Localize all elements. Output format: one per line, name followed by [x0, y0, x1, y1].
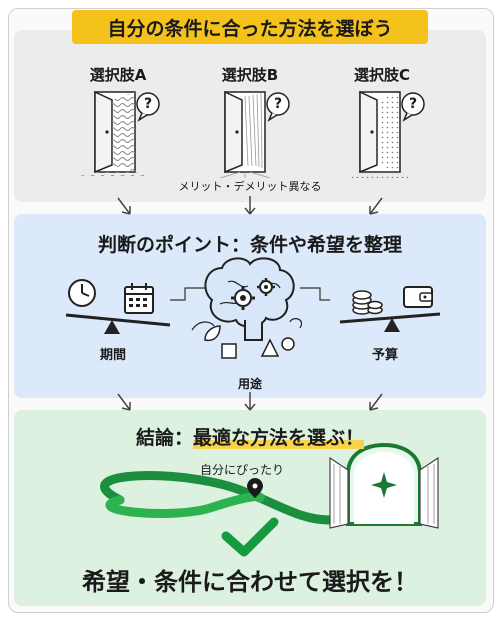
footer-message: 希望・条件に合わせて選択を！ [82, 568, 418, 596]
checkmark-icon [221, 517, 279, 557]
conclusion-heading: 結論：最適な方法を選ぶ！ [0, 423, 500, 450]
balance-scale-icon [65, 313, 171, 334]
budget-label: 予算 [372, 348, 399, 363]
door-b-icon [219, 90, 271, 180]
gear-icon [257, 278, 275, 296]
conclusion-heading-highlight: 最適な方法を選ぶ！ [193, 427, 365, 449]
pin-label: 自分にぴったり [200, 463, 285, 477]
question-bubble-icon [266, 92, 290, 122]
option-b-label: 選択肢B [221, 66, 279, 84]
wallet-icon [403, 286, 433, 308]
connector-lines [170, 287, 330, 301]
calendar-icon [124, 283, 154, 314]
option-a-label: 選択肢A [89, 66, 147, 84]
door-c-icon [348, 90, 412, 178]
clock-icon [68, 279, 96, 307]
open-door-icon [329, 442, 439, 529]
judgement-heading: 判断のポイント：条件や希望を整理 [97, 234, 402, 256]
path-loop-icon [100, 471, 351, 525]
question-mark-a: ? [143, 96, 153, 112]
arrow-down-icon [117, 392, 383, 411]
shapes-icon [191, 318, 302, 359]
page-title: 自分の条件に合った方法を選ぼう [72, 10, 428, 44]
map-pin-icon [247, 478, 263, 498]
question-mark-c: ? [408, 96, 418, 112]
arrow-down-icon [117, 196, 383, 215]
question-bubble-icon [401, 92, 425, 122]
merit-demerit-note: メリット・デメリット異なる [150, 178, 350, 194]
question-bubble-icon [136, 92, 160, 122]
conclusion-heading-prefix: 結論： [135, 427, 193, 449]
question-mark-b: ? [273, 96, 283, 112]
option-c-label: 選択肢C [353, 66, 410, 84]
gear-icon [231, 286, 255, 310]
door-a-icon [80, 90, 150, 176]
period-label: 期間 [100, 348, 127, 363]
purpose-label: 用途 [237, 377, 262, 391]
coins-icon [352, 290, 383, 315]
balance-scale-icon [339, 312, 441, 332]
